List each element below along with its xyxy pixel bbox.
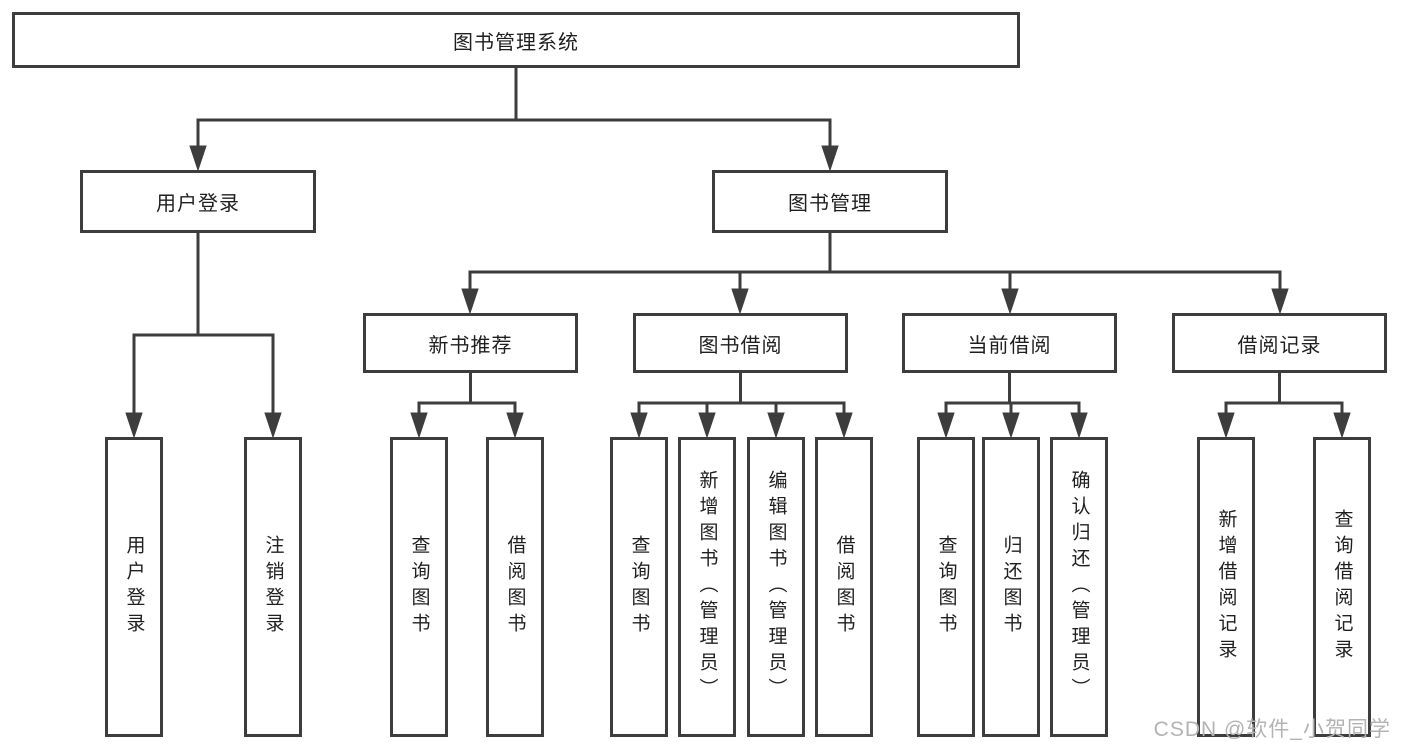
- arrow-down-icon: [937, 412, 955, 439]
- arrow-down-icon: [189, 145, 207, 172]
- leaf-confirm-return-admin: 确认归还（管理员）: [1050, 437, 1108, 737]
- arrow-down-icon: [1070, 412, 1088, 439]
- node-label: 确认归还（管理员）: [1068, 470, 1090, 704]
- leaf-query-books-current: 查询图书: [917, 437, 975, 737]
- leaf-add-books-admin: 新增图书（管理员）: [678, 437, 736, 737]
- leaf-query-books-recommend: 查询图书: [390, 437, 448, 737]
- node-label: 查询图书: [408, 535, 430, 639]
- node-current-borrowing: 当前借阅: [902, 313, 1117, 373]
- node-book-management: 图书管理: [712, 170, 948, 233]
- node-user-login: 用户登录: [80, 170, 316, 233]
- arrow-down-icon: [821, 145, 839, 172]
- leaf-return-books: 归还图书: [982, 437, 1040, 737]
- node-label: 查询图书: [935, 535, 957, 639]
- node-label: 新书推荐: [428, 334, 513, 357]
- leaf-user-login: 用户登录: [105, 437, 163, 737]
- arrow-down-icon: [506, 412, 524, 439]
- node-label: 用户登录: [156, 193, 240, 215]
- csdn-watermark: CSDN @软件_小贺同学: [1153, 718, 1391, 741]
- node-label: 编辑图书（管理员）: [765, 470, 787, 704]
- node-label: 借阅图书: [504, 535, 526, 639]
- arrow-down-icon: [731, 288, 749, 315]
- arrow-down-icon: [698, 412, 716, 439]
- node-label: 用户登录: [123, 535, 145, 639]
- arrow-down-icon: [264, 412, 282, 439]
- arrow-down-icon: [410, 412, 428, 439]
- leaf-add-borrow-record: 新增借阅记录: [1197, 437, 1255, 737]
- leaf-borrow-books-recommend: 借阅图书: [486, 437, 544, 737]
- node-borrowing-records: 借阅记录: [1172, 313, 1387, 373]
- node-label: 当前借阅: [967, 334, 1052, 357]
- node-label: 归还图书: [1000, 535, 1022, 639]
- arrow-down-icon: [1217, 412, 1235, 439]
- arrow-down-icon: [630, 412, 648, 439]
- arrow-down-icon: [1002, 412, 1020, 439]
- arrow-down-icon: [767, 412, 785, 439]
- leaf-query-books-borrow: 查询图书: [610, 437, 668, 737]
- node-label: 查询借阅记录: [1331, 509, 1353, 665]
- arrow-down-icon: [461, 288, 479, 315]
- node-label: 新增图书（管理员）: [696, 470, 718, 704]
- node-label: 借阅记录: [1237, 334, 1322, 357]
- arrow-down-icon: [835, 412, 853, 439]
- leaf-borrow-books: 借阅图书: [815, 437, 873, 737]
- node-label: 图书管理: [788, 193, 872, 215]
- node-book-borrowing: 图书借阅: [633, 313, 848, 373]
- arrow-down-icon: [125, 412, 143, 439]
- arrow-down-icon: [1271, 288, 1289, 315]
- node-label: 注销登录: [262, 535, 284, 639]
- node-label: 新增借阅记录: [1215, 509, 1237, 665]
- node-label: 查询图书: [628, 535, 650, 639]
- leaf-query-borrow-record: 查询借阅记录: [1313, 437, 1371, 737]
- arrow-down-icon: [1333, 412, 1351, 439]
- arrow-down-icon: [1001, 288, 1019, 315]
- leaf-edit-books-admin: 编辑图书（管理员）: [747, 437, 805, 737]
- node-new-book-recommendation: 新书推荐: [363, 313, 578, 373]
- node-library-system: 图书管理系统: [12, 12, 1020, 68]
- leaf-logout: 注销登录: [244, 437, 302, 737]
- node-label: 图书管理系统: [453, 31, 579, 54]
- node-label: 借阅图书: [833, 535, 855, 639]
- node-label: 图书借阅: [698, 334, 783, 357]
